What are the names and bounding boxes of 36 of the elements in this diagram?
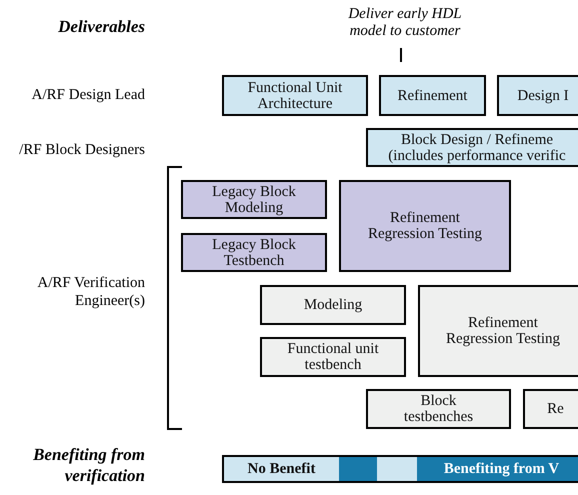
task-label: Block testbenches (402, 393, 474, 425)
task-label: Functional Unit Architecture (246, 80, 344, 112)
section-heading: Benefiting from verification (32, 444, 145, 486)
milestone-note: Deliver early HDL model to customer (347, 6, 463, 40)
bar-segment (377, 455, 419, 483)
task-box (181, 180, 327, 219)
row-label: A/RF Verification Engineer(s) (36, 274, 145, 310)
section-heading: Deliverables (57, 16, 145, 37)
task-box (523, 389, 578, 429)
task-label: Refinement Regression Testing (366, 210, 484, 242)
task-label: Block Design / Refineme (includes performance verific (387, 132, 567, 164)
bar-segment (222, 455, 341, 483)
task-label: Functional unit testbench (286, 341, 380, 373)
bar-label: Benefiting from V (442, 461, 560, 477)
task-box (222, 75, 368, 116)
task-label: Legacy Block Modeling (211, 184, 297, 216)
task-label: Refinement (396, 88, 468, 104)
task-box (260, 337, 406, 377)
task-label: Design I (516, 88, 570, 104)
bar-segment (339, 455, 379, 483)
task-box (366, 389, 511, 429)
row-label: /RF Block Designers (18, 141, 145, 159)
bar-segment (417, 455, 578, 483)
task-box (366, 128, 578, 167)
bar-label: No Benefit (246, 461, 316, 477)
task-box (418, 285, 578, 377)
task-label: Legacy Block Testbench (211, 236, 297, 268)
task-box (181, 233, 327, 272)
task-label: Modeling (302, 297, 364, 313)
task-box (339, 180, 511, 272)
task-box (497, 75, 578, 116)
task-box (379, 75, 486, 116)
task-box (260, 285, 406, 325)
task-label: Refinement Regression Testing (444, 315, 562, 347)
task-label: Re (546, 401, 565, 417)
row-label: A/RF Design Lead (30, 86, 145, 104)
